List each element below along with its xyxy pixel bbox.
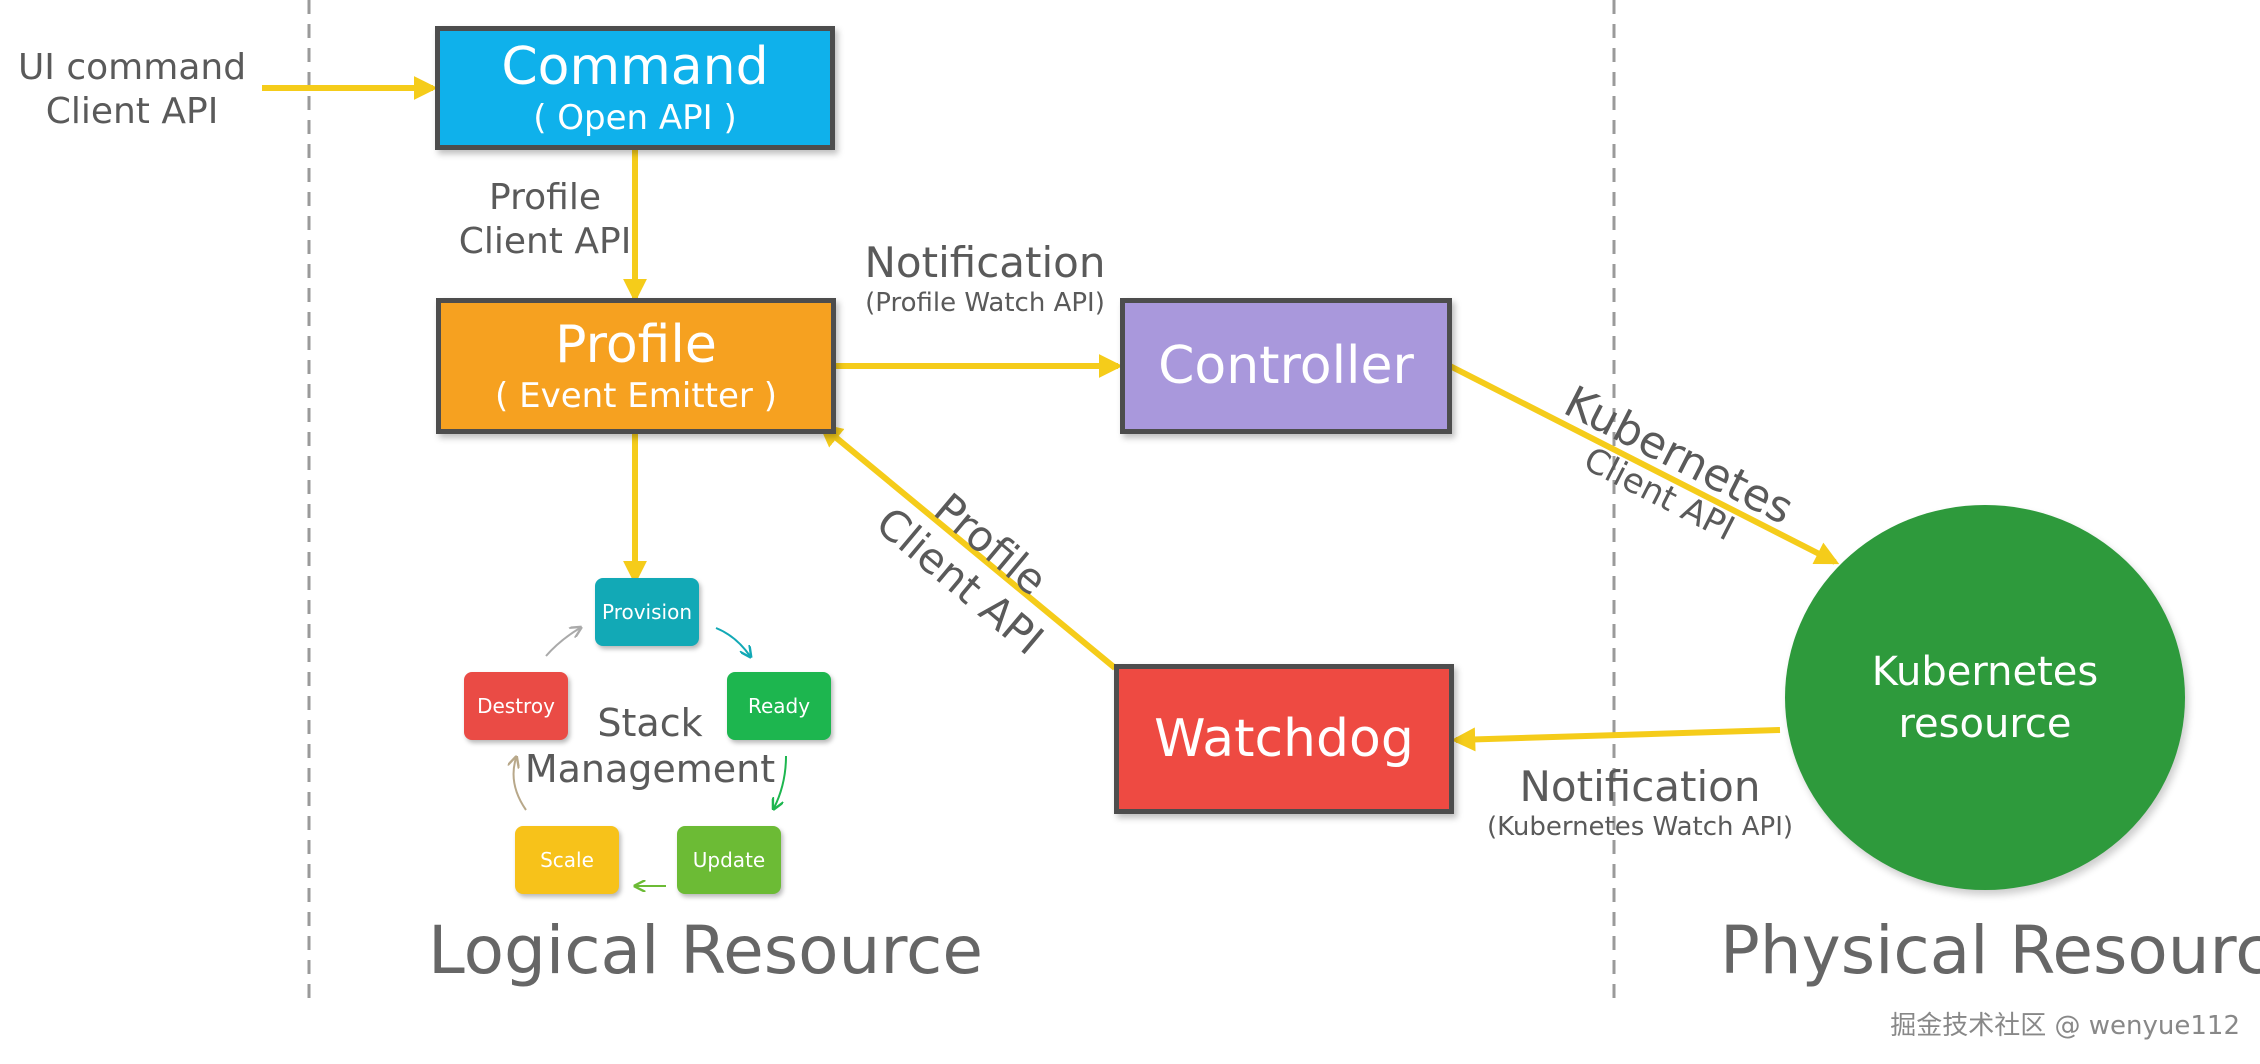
profile-client-api-line2: Client API [458,221,632,262]
stage-ready[interactable]: Ready [727,672,831,740]
cycle-arrow-ready-update [774,755,787,808]
stage-destroy[interactable]: Destroy [464,672,568,740]
kubernetes-resource-line1: Kubernetes [1871,648,2099,695]
physical-resource-title: Physical Resource [1720,912,2260,989]
arrow-watchdog-to-profile [818,422,1117,671]
stack-management-label: Stack Management [520,700,780,792]
notification-profile-watch-label: Notification (Profile Watch API) [840,238,1130,318]
kubernetes-resource-node[interactable]: Kubernetes resource [1785,505,2185,890]
watchdog-title: Watchdog [1154,709,1414,769]
profile-client-api-label: Profile Client API [455,176,635,264]
profile-title: Profile [555,315,717,375]
profile-box[interactable]: Profile ( Event Emitter ) [436,298,836,434]
watchdog-box[interactable]: Watchdog [1114,664,1454,814]
profile-subtitle: ( Event Emitter ) [495,376,777,416]
stack-line1: Stack [597,701,703,745]
arrow-controller-to-kubernetes [1448,363,1840,565]
command-subtitle: ( Open API ) [533,98,737,138]
stage-update[interactable]: Update [677,826,781,894]
stage-provision[interactable]: Provision [595,578,699,646]
cycle-arrow-scale-destroy [514,758,527,811]
controller-title: Controller [1158,336,1414,396]
ui-command-line1: UI command [17,47,247,88]
ui-command-line2: Client API [45,91,219,132]
cycle-arrow-destroy-provision [545,628,580,657]
ui-command-label: UI command Client API [14,46,250,134]
cycle-arrow-provision-ready [715,627,750,656]
command-title: Command [501,37,769,97]
stack-line2: Management [524,747,776,791]
stage-scale[interactable]: Scale [515,826,619,894]
controller-box[interactable]: Controller [1120,298,1452,434]
kubernetes-resource-line2: resource [1898,700,2072,747]
command-box[interactable]: Command ( Open API ) [435,26,835,150]
notification-top-subtitle: (Profile Watch API) [865,288,1105,318]
arrow-kubernetes-to-watchdog [1451,727,1781,752]
profile-client-api-line1: Profile [489,177,601,218]
notification-kubernetes-watch-label: Notification (Kubernetes Watch API) [1480,762,1800,842]
notification-top-title: Notification [864,238,1106,287]
notification-bottom-title: Notification [1519,762,1761,811]
watermark: 掘金技术社区 @ wenyue112 [1890,1011,2240,1041]
logical-resource-title: Logical Resource [428,912,983,989]
notification-bottom-subtitle: (Kubernetes Watch API) [1486,812,1794,842]
